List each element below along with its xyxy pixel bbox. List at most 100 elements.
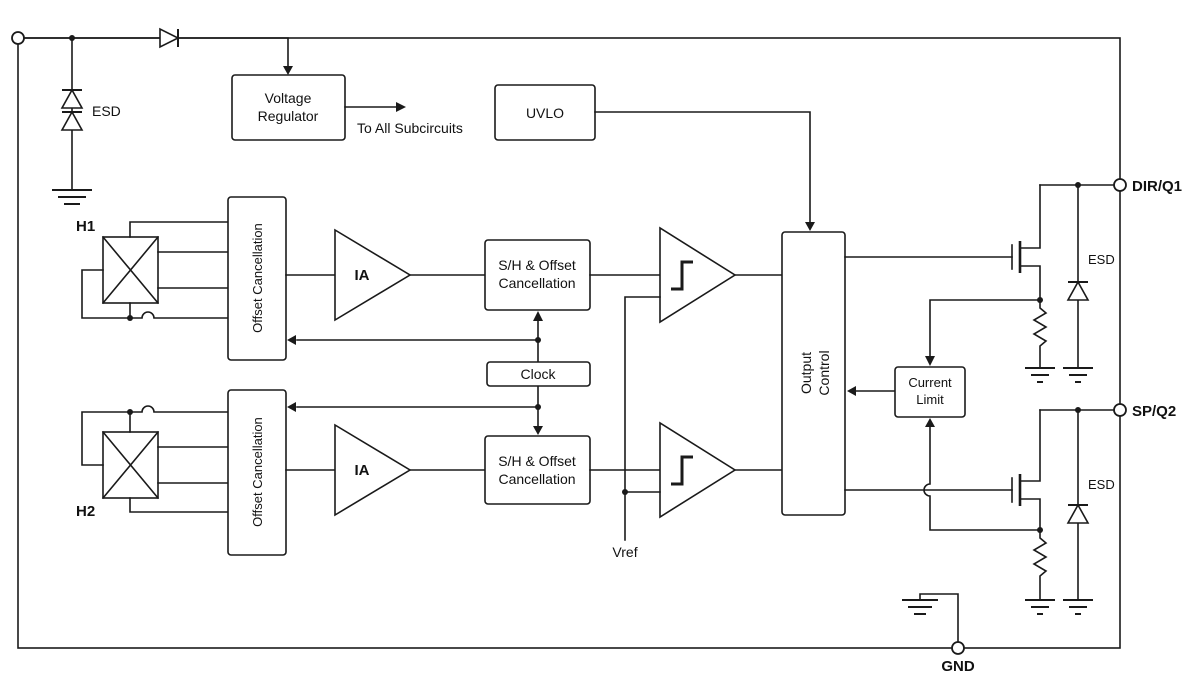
sh-offset-bottom-block: S/H & Offset Cancellation xyxy=(484,435,591,505)
clock-box xyxy=(486,361,591,387)
current-limit-sense-top xyxy=(929,299,1041,357)
comparator-top-triangle xyxy=(659,226,737,324)
dir-q1-pin xyxy=(1113,178,1127,192)
sp-q2-pin xyxy=(1113,403,1127,417)
offset-cancellation-top-box xyxy=(227,196,287,361)
esd-diode-icon xyxy=(1066,503,1090,524)
gnd-pin-group: GND xyxy=(902,593,975,675)
sh-offset-bottom-label-2: Cancellation xyxy=(498,471,575,487)
current-limit-block: Current Limit xyxy=(847,297,1043,533)
hall-element-h2: H2 xyxy=(76,405,229,520)
h1-wires xyxy=(81,221,229,319)
h1-cross-icon xyxy=(101,235,160,305)
uvlo-block: UVLO xyxy=(494,84,815,231)
ia-bottom-triangle xyxy=(334,423,412,517)
arrowhead xyxy=(287,402,296,412)
hysteresis-icon xyxy=(671,260,693,291)
ground-icon xyxy=(1063,367,1093,383)
h2-cross-icon xyxy=(101,430,160,500)
comparator-bottom-triangle xyxy=(659,421,737,519)
hall-element-h1: H1 xyxy=(76,218,229,321)
esd-supply-label: ESD xyxy=(92,103,121,119)
sh-offset-bottom-box xyxy=(484,435,591,505)
voltage-regulator-block: Voltage Regulator To All Subcircuits xyxy=(231,66,463,141)
output-stage-dir-q1: ESD DIR/Q1 xyxy=(844,178,1182,383)
resistor-icon xyxy=(1032,529,1048,601)
esd-diode-icon xyxy=(60,110,84,131)
offset-cancellation-top-block: Offset Cancellation xyxy=(227,196,287,361)
hysteresis-icon xyxy=(671,455,693,486)
h2-label: H2 xyxy=(76,503,95,520)
arrowhead xyxy=(925,356,935,366)
voltage-regulator-label-2: Regulator xyxy=(258,108,319,124)
output-control-block: Output Control xyxy=(781,231,846,516)
supply-wire xyxy=(23,37,289,67)
ground-icon xyxy=(902,599,938,615)
esd-diode-icon xyxy=(1066,280,1090,301)
esd-q2-label: ESD xyxy=(1088,477,1115,492)
ia-top-triangle xyxy=(334,228,412,322)
arrowhead xyxy=(925,418,935,427)
junction-dot xyxy=(127,409,133,415)
sh-offset-bottom-label-1: S/H & Offset xyxy=(498,453,576,469)
current-limit-label-1: Current xyxy=(908,375,952,390)
offset-cancellation-top-label: Offset Cancellation xyxy=(250,223,265,333)
ground-icon xyxy=(1025,599,1055,615)
arrowhead xyxy=(805,222,815,231)
resistor-icon xyxy=(1032,299,1048,369)
uvlo-output-wire xyxy=(594,111,811,223)
offset-cancellation-bottom-box xyxy=(227,389,287,556)
current-limit-label-2: Limit xyxy=(916,392,944,407)
sh-offset-top-label-1: S/H & Offset xyxy=(498,257,576,273)
arrowhead xyxy=(396,102,406,112)
esd-diode-icon xyxy=(60,88,84,109)
gnd-label: GND xyxy=(941,658,975,675)
ground-icon xyxy=(52,189,92,205)
supply-pin xyxy=(11,31,25,45)
arrowhead xyxy=(533,311,543,321)
gnd-wire xyxy=(919,593,959,643)
h1-label: H1 xyxy=(76,218,95,235)
sh-offset-top-block: S/H & Offset Cancellation xyxy=(484,239,591,311)
ia-top-label: IA xyxy=(355,267,370,284)
output-control-label-1: Output xyxy=(798,352,814,394)
clock-label: Clock xyxy=(520,366,556,382)
voltage-regulator-label-1: Voltage xyxy=(265,90,312,106)
ia-bottom-label: IA xyxy=(355,462,370,479)
supply-rail xyxy=(11,27,289,67)
clock-block: Clock xyxy=(287,311,591,435)
mosfet-leads xyxy=(1019,409,1041,531)
esd-supply-cell: ESD xyxy=(52,37,121,205)
ground-icon xyxy=(1063,599,1093,615)
series-diode-icon xyxy=(159,27,180,49)
vref-label: Vref xyxy=(612,544,637,560)
arrowhead xyxy=(287,335,296,345)
vref-net: Vref xyxy=(612,296,661,560)
junction-dot xyxy=(535,337,541,343)
offset-cancellation-bottom-label: Offset Cancellation xyxy=(250,417,265,527)
mosfet-leads xyxy=(1019,184,1041,301)
offset-cancellation-bottom-block: Offset Cancellation xyxy=(227,389,287,556)
ia-amplifier-top: IA xyxy=(285,228,486,322)
h2-wires xyxy=(81,405,229,513)
gnd-pin xyxy=(951,641,965,655)
arrowhead xyxy=(847,386,856,396)
arrowhead xyxy=(283,66,293,75)
output-control-box xyxy=(781,231,846,516)
comparator-top xyxy=(589,226,783,324)
ground-icon xyxy=(1025,367,1055,383)
esd-q1-label: ESD xyxy=(1088,252,1115,267)
arrowhead xyxy=(533,426,543,435)
dir-q1-label: DIR/Q1 xyxy=(1132,178,1182,195)
current-limit-box xyxy=(894,366,966,418)
vref-wires xyxy=(624,296,661,541)
uvlo-label: UVLO xyxy=(526,105,564,121)
output-control-label-2: Control xyxy=(816,350,832,395)
to-all-subcircuits-label: To All Subcircuits xyxy=(357,120,463,136)
sh-offset-top-label-2: Cancellation xyxy=(498,275,575,291)
junction-dot xyxy=(535,404,541,410)
sp-q2-label: SP/Q2 xyxy=(1132,403,1176,420)
junction-dot xyxy=(622,489,628,495)
